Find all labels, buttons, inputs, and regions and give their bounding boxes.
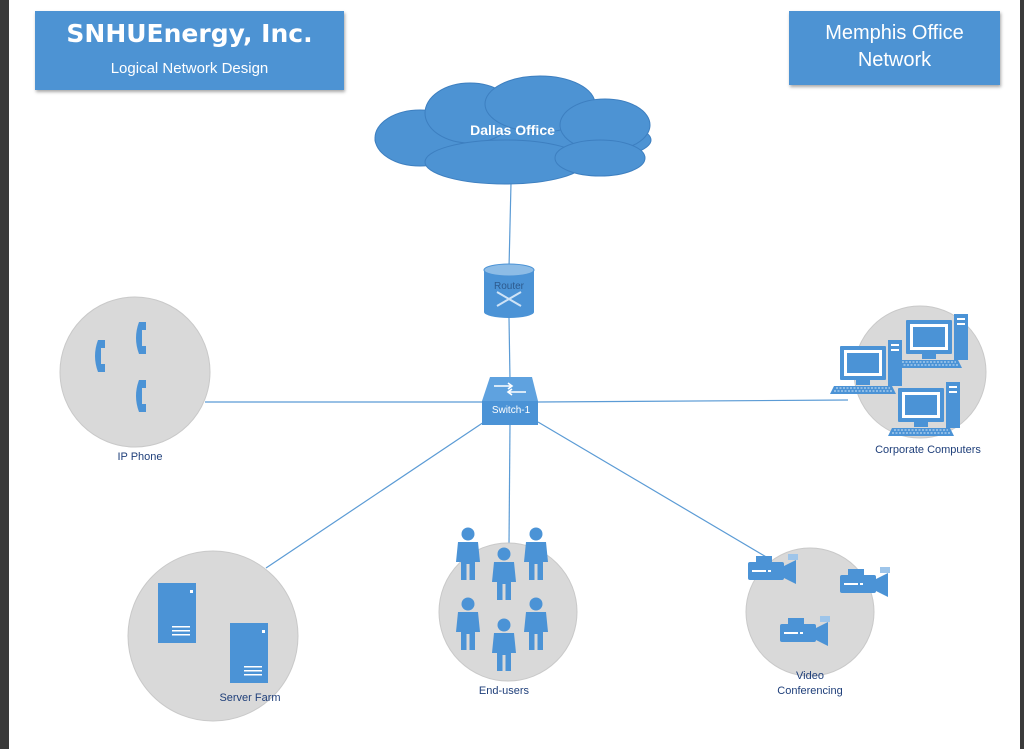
video-conferencing-label: Video Conferencing — [777, 670, 843, 697]
link-switch-server-farm — [265, 421, 485, 569]
title-box: SNHUEnergy, Inc. Logical Network Design — [35, 11, 344, 90]
diagram-subtitle: Logical Network Design — [110, 60, 269, 77]
server-icon — [158, 583, 268, 683]
office-title: Memphis Office Network — [825, 22, 964, 71]
ip-phone-label: IP Phone — [117, 451, 163, 463]
server-farm-label: Server Farm — [219, 692, 281, 704]
dallas-office-cloud — [374, 75, 652, 185]
corporate-computers-label: Corporate Computers — [875, 444, 981, 456]
company-title: SNHUEnergy, Inc. — [66, 19, 313, 48]
link-switch-video — [537, 421, 769, 559]
cloud-label: Dallas Office — [470, 122, 555, 138]
switch-icon — [482, 377, 538, 425]
window-frame-right — [1020, 0, 1024, 749]
users-icon — [456, 527, 548, 671]
link-router-switch — [508, 317, 511, 381]
ip-phone-circle — [59, 296, 211, 448]
end-users-label: End-users — [478, 685, 530, 697]
link-switch-end-users — [508, 423, 511, 546]
router-icon — [483, 263, 535, 318]
switch-label: Switch-1 — [491, 405, 531, 416]
window-frame-left — [0, 0, 9, 749]
link-switch-computers — [537, 399, 849, 403]
office-title-box: Memphis Office Network — [789, 11, 1000, 85]
router-label: Router — [493, 281, 524, 292]
link-cloud-router — [508, 182, 512, 269]
